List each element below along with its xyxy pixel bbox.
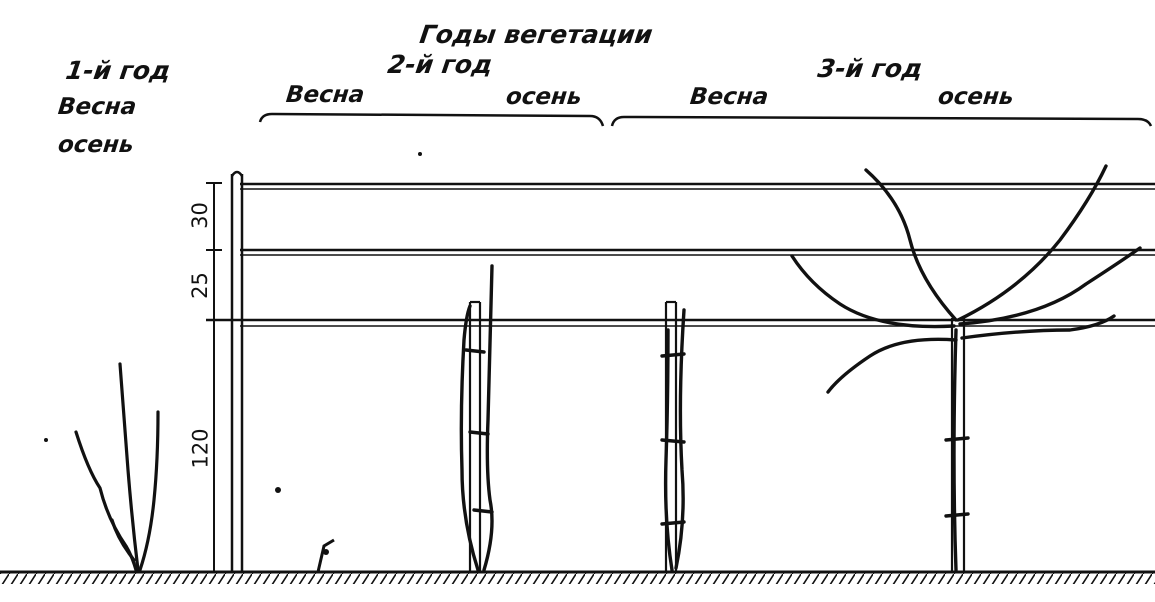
trellis-post <box>230 170 244 572</box>
bracket-year3 <box>610 115 1153 127</box>
figure-header: Годы вегетации <box>417 20 655 49</box>
year1-spring: Весна <box>56 94 138 120</box>
vine-year3 <box>790 164 1142 572</box>
ground <box>0 570 1155 584</box>
vine-year1 <box>74 362 160 572</box>
year3-autumn: осень <box>936 84 1015 110</box>
dimension-120: 120 <box>188 428 213 469</box>
year3-spring: Весна <box>688 84 770 110</box>
trellis-wires <box>206 182 1155 327</box>
year3-title: 3-й год <box>815 54 925 83</box>
dimension-line <box>206 182 222 572</box>
vine-year2-autumn <box>660 308 686 572</box>
year2-autumn: осень <box>504 84 583 110</box>
year2-title: 2-й год <box>385 50 495 79</box>
year1-title: 1-й год <box>63 56 173 85</box>
year2-spring: Весна <box>284 82 366 108</box>
vine-year2-spring <box>459 264 494 572</box>
dimension-25: 25 <box>187 272 212 299</box>
year1-autumn: осень <box>56 132 135 158</box>
stake-year3 <box>950 318 966 572</box>
bracket-year2 <box>258 112 605 127</box>
specks <box>44 152 422 573</box>
dimension-30: 30 <box>187 202 212 229</box>
stake-year2-spring <box>468 300 482 572</box>
